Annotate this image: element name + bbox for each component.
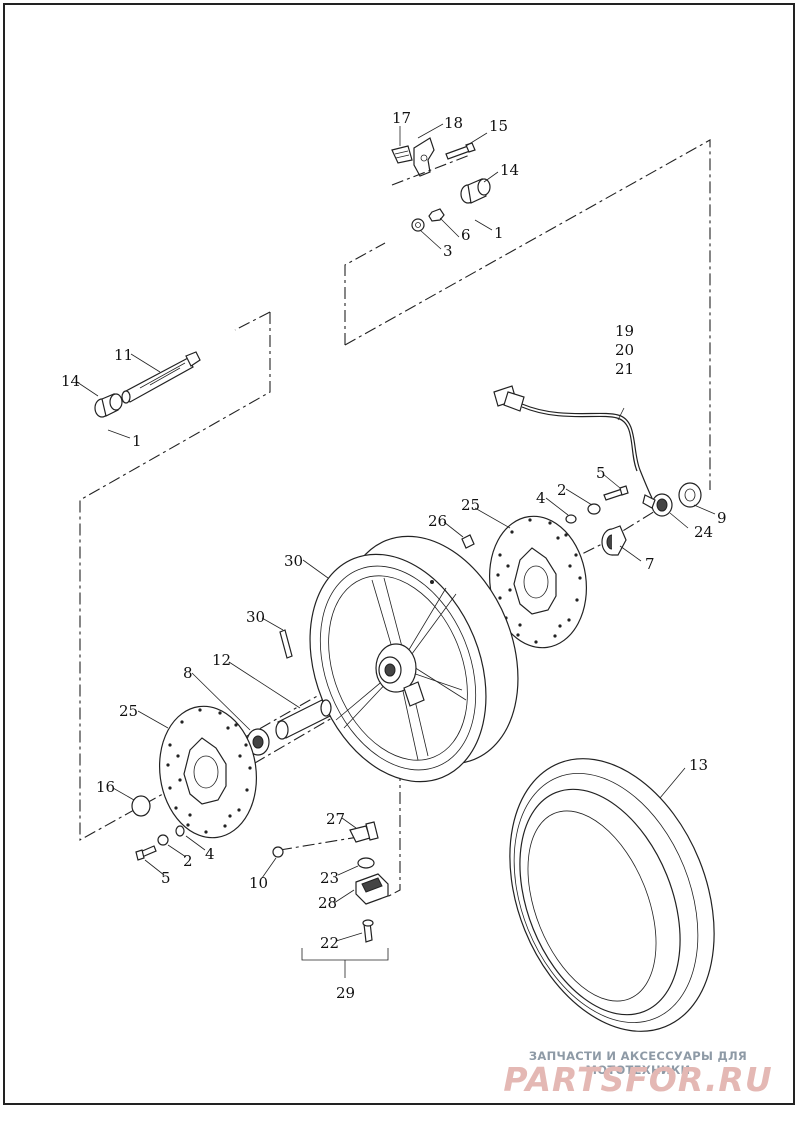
callout-5: 5 <box>161 869 171 887</box>
brake-disc-25-lower <box>158 705 258 839</box>
callout-11: 11 <box>114 346 133 364</box>
nut-4-lower <box>175 825 185 837</box>
speed-sensor-cable <box>493 385 653 499</box>
callout-14: 14 <box>61 372 80 390</box>
callout-13: 13 <box>689 756 708 774</box>
tire-13 <box>509 758 715 1032</box>
callout-9: 9 <box>717 509 727 527</box>
bolt-15 <box>445 142 476 160</box>
callout-21: 21 <box>615 360 634 378</box>
callout-29: 29 <box>336 984 355 1002</box>
sensor-28 <box>355 873 389 905</box>
brake-disc-25-upper <box>488 515 588 649</box>
callout-1: 1 <box>132 432 142 450</box>
weight-30 <box>279 629 293 659</box>
callout-18: 18 <box>444 114 463 132</box>
watermark-tagline: ЗАПЧАСТИ И АКСЕССУАРЫ ДЛЯ МОТОТЕХНИКИ <box>528 1049 748 1077</box>
callout-17: 17 <box>392 109 411 127</box>
clip-26 <box>461 534 475 549</box>
bolt-5-lower <box>135 845 157 861</box>
o-ring-23 <box>357 857 375 869</box>
bushing-14-upper <box>460 178 491 204</box>
callout-3: 3 <box>443 242 453 260</box>
spacer-12 <box>275 699 332 740</box>
callout-14: 14 <box>500 161 519 179</box>
callout-15: 15 <box>489 117 508 135</box>
callout-30: 30 <box>246 608 265 626</box>
axle-11 <box>121 351 201 404</box>
washer-3 <box>411 218 425 232</box>
callout-19: 19 <box>615 322 634 340</box>
bracket-17-18 <box>391 137 471 186</box>
sensor-24 <box>642 493 673 517</box>
callout-25: 25 <box>119 702 138 720</box>
callout-27: 27 <box>326 810 345 828</box>
callout-5: 5 <box>596 464 606 482</box>
nut-4-upper <box>565 514 577 524</box>
bushing-14-lower <box>94 393 123 418</box>
callout-12: 12 <box>212 651 231 669</box>
bolt-5-upper <box>603 485 629 501</box>
callout-6: 6 <box>461 226 471 244</box>
washer-2-upper <box>587 503 601 515</box>
bracket-29 <box>301 948 389 978</box>
leader-lines <box>76 123 716 942</box>
callout-23: 23 <box>320 869 339 887</box>
callout-28: 28 <box>318 894 337 912</box>
callout-24: 24 <box>694 523 713 541</box>
callout-30: 30 <box>284 552 303 570</box>
callout-7: 7 <box>645 555 655 573</box>
watermark-logo: PARTSFOR.RU <box>503 1060 773 1099</box>
callout-1: 1 <box>494 224 504 242</box>
bearing-7 <box>601 525 627 556</box>
callout-4: 4 <box>205 845 215 863</box>
washer-2-lower <box>157 834 169 846</box>
screw-22 <box>362 919 374 943</box>
callout-26: 26 <box>428 512 447 530</box>
wheel-rim-30 <box>309 535 519 783</box>
callout-4: 4 <box>536 489 546 507</box>
callout-labels: 17 18 15 14 1 6 3 11 14 1 19 20 21 5 4 2… <box>61 109 727 1002</box>
cap-9 <box>678 482 702 508</box>
callout-16: 16 <box>96 778 115 796</box>
callout-22: 22 <box>320 934 339 952</box>
callout-2: 2 <box>557 481 567 499</box>
callout-10: 10 <box>249 874 268 892</box>
callout-2: 2 <box>183 852 193 870</box>
callout-20: 20 <box>615 341 634 359</box>
callout-25: 25 <box>461 496 480 514</box>
cap-10 <box>272 846 284 858</box>
callout-8: 8 <box>183 664 193 682</box>
diagram-frame <box>3 3 795 1105</box>
valve-stem-27 <box>349 821 379 843</box>
cap-16 <box>131 795 151 817</box>
bearing-8 <box>246 728 270 756</box>
